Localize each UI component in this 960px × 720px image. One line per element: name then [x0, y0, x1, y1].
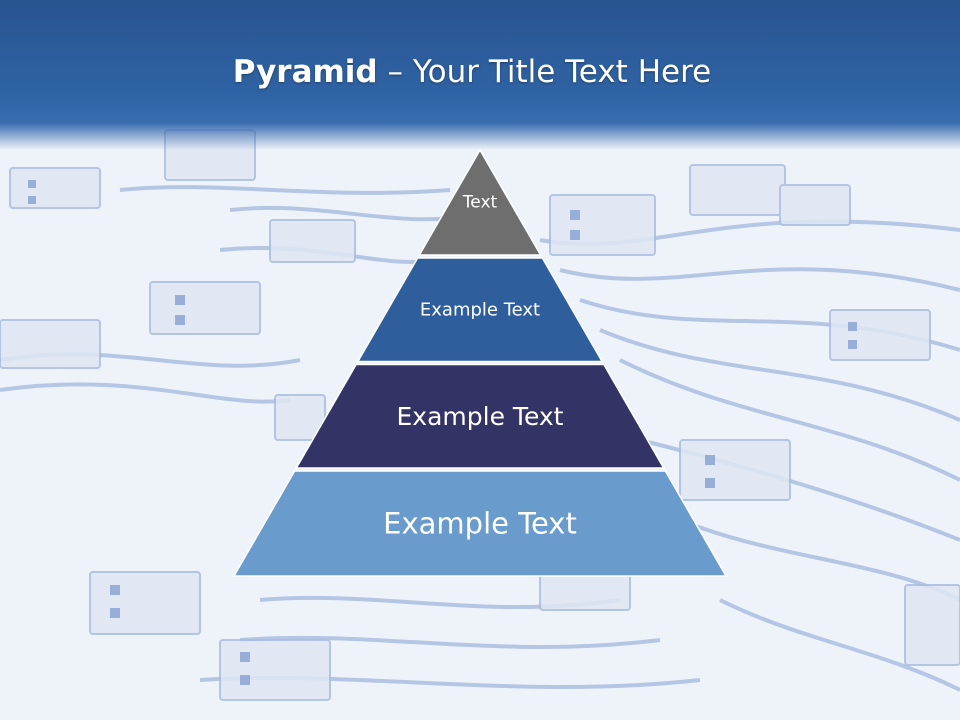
pyramid-tier-4 — [232, 470, 728, 577]
pyramid-tier-4-label: Example Text — [383, 507, 577, 541]
pyramid-tier-1-label: Text — [462, 193, 498, 213]
pyramid-tier-3 — [295, 363, 665, 469]
pyramid-tier-2-label: Example Text — [420, 299, 540, 320]
pyramid-tier-2 — [356, 257, 604, 363]
pyramid-tier-3-label: Example Text — [397, 402, 564, 431]
title-bar — [0, 0, 960, 150]
slide-title-bold: Pyramid — [232, 54, 378, 90]
slide-title: Pyramid – Your Title Text Here — [0, 52, 944, 92]
pyramid-tier-1 — [418, 148, 542, 256]
slide-title-rest: – Your Title Text Here — [377, 54, 712, 90]
